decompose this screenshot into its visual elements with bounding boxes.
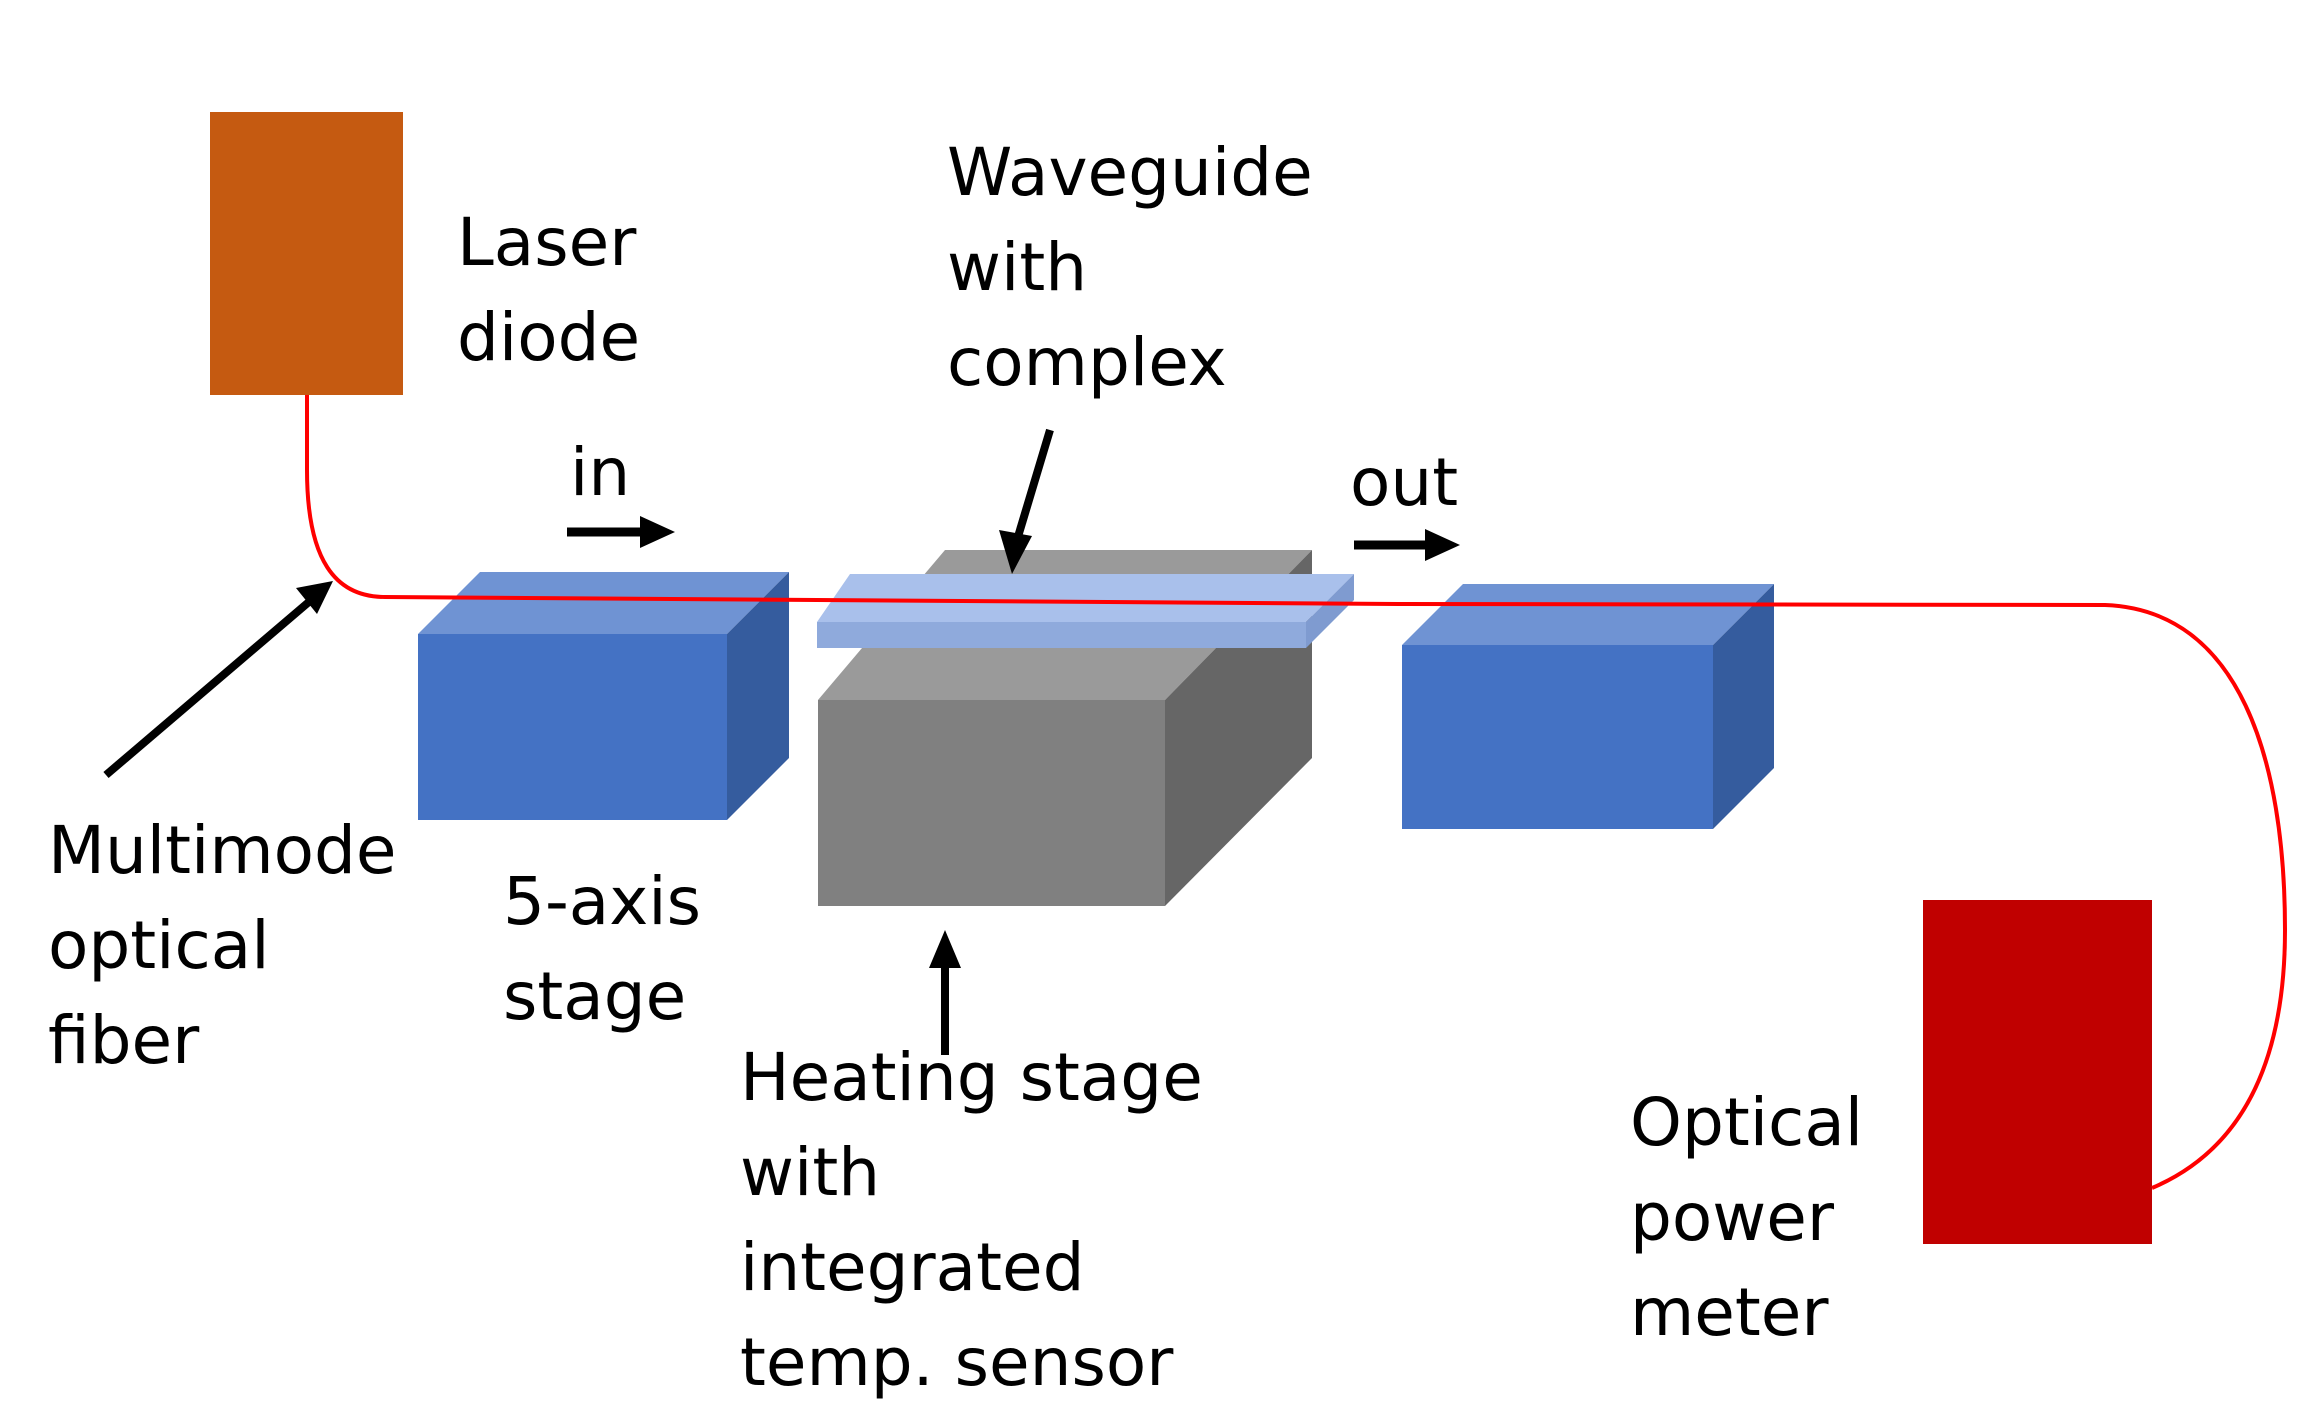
left-stage-side <box>727 572 789 820</box>
left-5-axis-stage <box>418 572 789 820</box>
out-arrow <box>1354 529 1460 561</box>
in-label: in <box>570 434 630 511</box>
left-stage-front <box>418 634 727 820</box>
optical-power-meter-label: Optical power meter <box>1630 1084 1884 1351</box>
waveguide-label: Waveguide with complex <box>947 134 1334 401</box>
fiber-pointer-arrow <box>103 581 333 779</box>
right-stage-side <box>1713 584 1774 829</box>
laser-diode-label: Laser diode <box>457 204 657 376</box>
waveguide-side <box>1306 574 1354 648</box>
left-stage-top <box>418 572 789 634</box>
out-label: out <box>1350 444 1458 521</box>
optical-fiber-line <box>305 395 2288 1190</box>
waveguide-top <box>817 574 1354 622</box>
5-axis-stage-label: 5-axis stage <box>503 863 722 1035</box>
right-stage-front <box>1402 645 1713 829</box>
heating-stage-pointer-arrow <box>929 930 961 1055</box>
right-stage <box>1402 584 1774 829</box>
waveguide-slab <box>817 574 1354 648</box>
multimode-fiber-label: Multimode optical fiber <box>48 812 417 1079</box>
waveguide-front <box>817 622 1306 648</box>
heating-stage-label: Heating stage with integrated temp. sens… <box>740 1039 1224 1401</box>
heating-stage-front <box>818 700 1165 906</box>
right-stage-top <box>1402 584 1774 645</box>
in-arrow <box>567 516 675 548</box>
laser-diode-box <box>210 112 403 395</box>
waveguide-pointer-arrow <box>999 428 1054 574</box>
optical-power-meter-box <box>1923 900 2152 1244</box>
